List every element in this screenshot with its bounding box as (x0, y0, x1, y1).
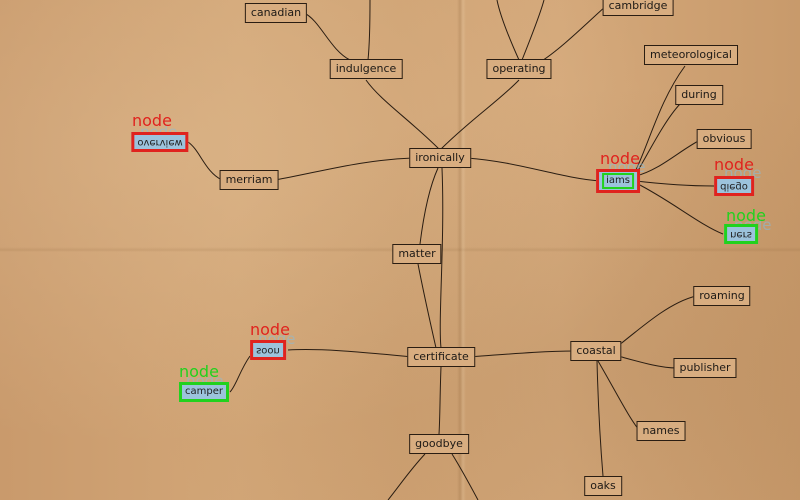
edge-iams-ners (635, 182, 724, 235)
edge-iams-diego (635, 180, 715, 187)
edge-merriam-overview (187, 141, 223, 181)
node-meteorological[interactable]: meteorological (644, 45, 738, 65)
edge-coastal-names (597, 360, 641, 432)
edge-ironically-indulgence (365, 79, 441, 151)
annotated-node-iams[interactable]: iams (596, 169, 640, 193)
edge-iams-during (635, 103, 681, 175)
edge-ironically-matter (419, 167, 439, 245)
node-coastal[interactable]: coastal (570, 341, 622, 361)
edge-indulgence-canadian (303, 12, 351, 61)
edge-certificate-soon (287, 348, 414, 358)
edge-operating-cambridge (539, 5, 607, 63)
annotated-node-label: iams (602, 173, 634, 189)
node-goodbye[interactable]: goodbye (409, 434, 469, 454)
annotated-node-soon[interactable]: soon (250, 340, 286, 360)
annotated-node-label: ners (730, 229, 752, 240)
edge-operating-up (496, 0, 520, 61)
annotated-node-label: overview (137, 137, 183, 148)
node-oaks[interactable]: oaks (584, 476, 622, 496)
edge-coastal-roaming (617, 295, 697, 347)
annotation-tag-red: node (132, 111, 172, 130)
edge-soon-camper (229, 355, 251, 393)
annotation-tag-red: node (600, 149, 640, 168)
node-operating[interactable]: operating (486, 59, 552, 79)
annotated-node-overview[interactable]: overview (131, 132, 189, 152)
node-canadian[interactable]: canadian (244, 3, 308, 23)
node-cambridge[interactable]: cambridge (602, 0, 674, 16)
node-certificate[interactable]: certificate (407, 347, 475, 367)
edge-coastal-oaks (596, 360, 604, 477)
edge-coastal-publisher (617, 355, 678, 369)
edge-iams-obvious (635, 138, 703, 177)
annotated-node-diego[interactable]: diego (714, 176, 754, 196)
node-matter[interactable]: matter (392, 244, 442, 264)
annotated-node-ners[interactable]: ners (724, 224, 758, 244)
annotation-tag-green: node (726, 206, 766, 225)
annotated-node-camper[interactable]: camper (179, 382, 229, 402)
annotation-tag-green: node (179, 362, 219, 381)
edge-iams-meteorological (635, 65, 686, 171)
node-during[interactable]: during (675, 85, 723, 105)
edge-ironically-operating (439, 79, 520, 151)
node-ironically[interactable]: ironically (409, 148, 471, 168)
edge-indulgence-up (367, 0, 371, 61)
edge-ironically-certificate (439, 167, 444, 349)
node-merriam[interactable]: merriam (219, 170, 279, 190)
edge-operating-up2 (521, 0, 545, 61)
annotation-tag-red: node (714, 155, 754, 174)
node-roaming[interactable]: roaming (693, 286, 751, 306)
node-indulgence[interactable]: indulgence (329, 59, 403, 79)
node-obvious[interactable]: obvious (696, 129, 752, 149)
edge-goodbye-down1 (387, 453, 426, 500)
annotation-tag-red: node (250, 320, 290, 339)
edge-ironically-iams (466, 157, 601, 182)
node-publisher[interactable]: publisher (673, 358, 737, 378)
edge-ironically-merriam (274, 157, 414, 181)
annotated-node-label: camper (185, 386, 223, 397)
node-names[interactable]: names (636, 421, 686, 441)
edge-goodbye-down2 (451, 453, 479, 500)
edge-certificate-coastal (468, 350, 575, 358)
annotated-node-label: soon (256, 345, 280, 356)
annotated-node-label: diego (720, 181, 748, 192)
edge-matter-certificate (417, 263, 437, 349)
edge-certificate-goodbye (438, 366, 442, 435)
